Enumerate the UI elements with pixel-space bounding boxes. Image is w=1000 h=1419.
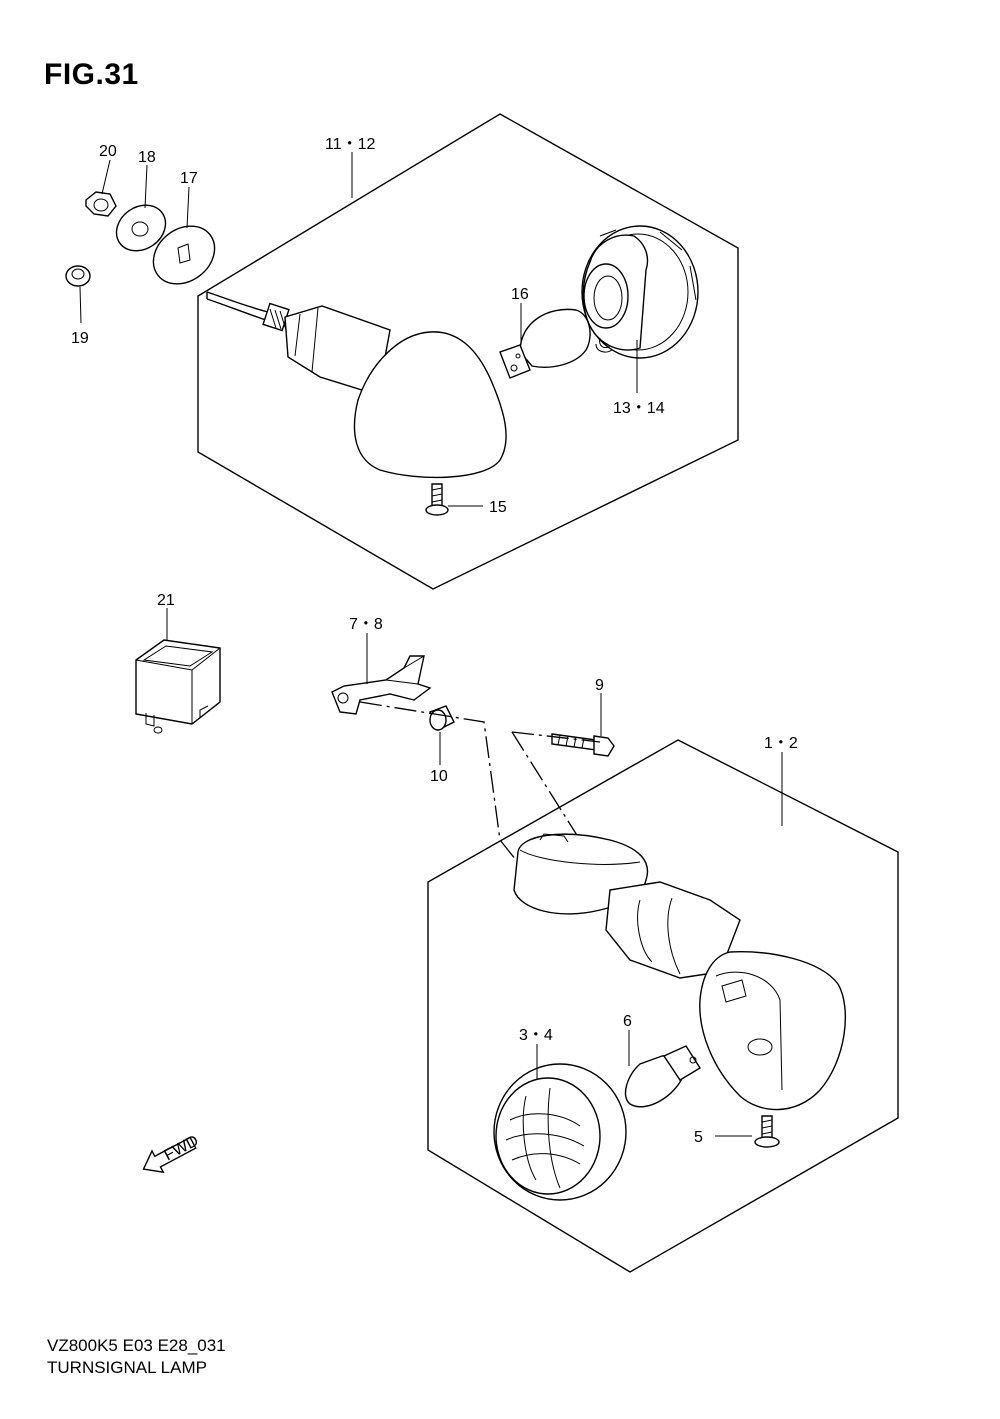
leader-17 (186, 186, 190, 229)
lens-3-4 (493, 1063, 627, 1201)
assembly-outline-rear-lamp (197, 113, 739, 590)
callout-13-14: 13・14 (613, 400, 665, 417)
bulb-16 (499, 308, 591, 379)
leader-19 (79, 286, 82, 324)
callout-9: 9 (595, 677, 604, 694)
screw-15 (425, 483, 449, 516)
assembly-line-bolt (511, 731, 601, 743)
leader-20 (101, 159, 111, 195)
callout-21: 21 (157, 592, 175, 609)
callout-18: 18 (138, 149, 156, 166)
callout-11-12: 11・12 (325, 136, 376, 153)
washer-18 (115, 204, 167, 252)
grommet-19 (65, 265, 91, 287)
callout-10: 10 (430, 768, 448, 785)
lamp-housing-13-14 (581, 225, 699, 359)
callout-17: 17 (180, 170, 198, 187)
bracket-7-8 (331, 655, 432, 715)
assembly-outline-front-lamp (427, 739, 899, 1273)
assembly-line-bracket (359, 701, 517, 861)
callout-20: 20 (99, 143, 117, 160)
callout-3-4: 3・4 (519, 1027, 553, 1044)
diagram-name: TURNSIGNAL LAMP (47, 1358, 207, 1377)
callout-19: 19 (71, 330, 89, 347)
washer-17 (152, 225, 216, 285)
collar-10 (429, 705, 455, 731)
fwd-arrow-icon: FWD (142, 1132, 202, 1174)
callout-5: 5 (694, 1129, 703, 1146)
nut-20 (85, 191, 117, 217)
callout-7-8: 7・8 (349, 616, 383, 633)
diagram-code: VZ800K5 E03 E28_031 (47, 1336, 226, 1355)
front-lamp-shell (699, 951, 847, 1111)
callout-1-2: 1・2 (764, 735, 798, 752)
callout-15: 15 (489, 499, 507, 516)
lamp-wire (206, 291, 269, 321)
fwd-arrow-label: FWD (161, 1132, 201, 1164)
assembly-line-bolt-2 (511, 731, 581, 841)
callout-16: 16 (511, 286, 529, 303)
leader-18 (144, 164, 148, 209)
rear-lamp-shell (353, 331, 507, 479)
screw-5 (754, 1115, 780, 1148)
bulb-6 (624, 1045, 701, 1108)
callout-6: 6 (623, 1013, 632, 1030)
figure-title: FIG.31 (44, 58, 139, 91)
relay-21 (135, 639, 221, 734)
